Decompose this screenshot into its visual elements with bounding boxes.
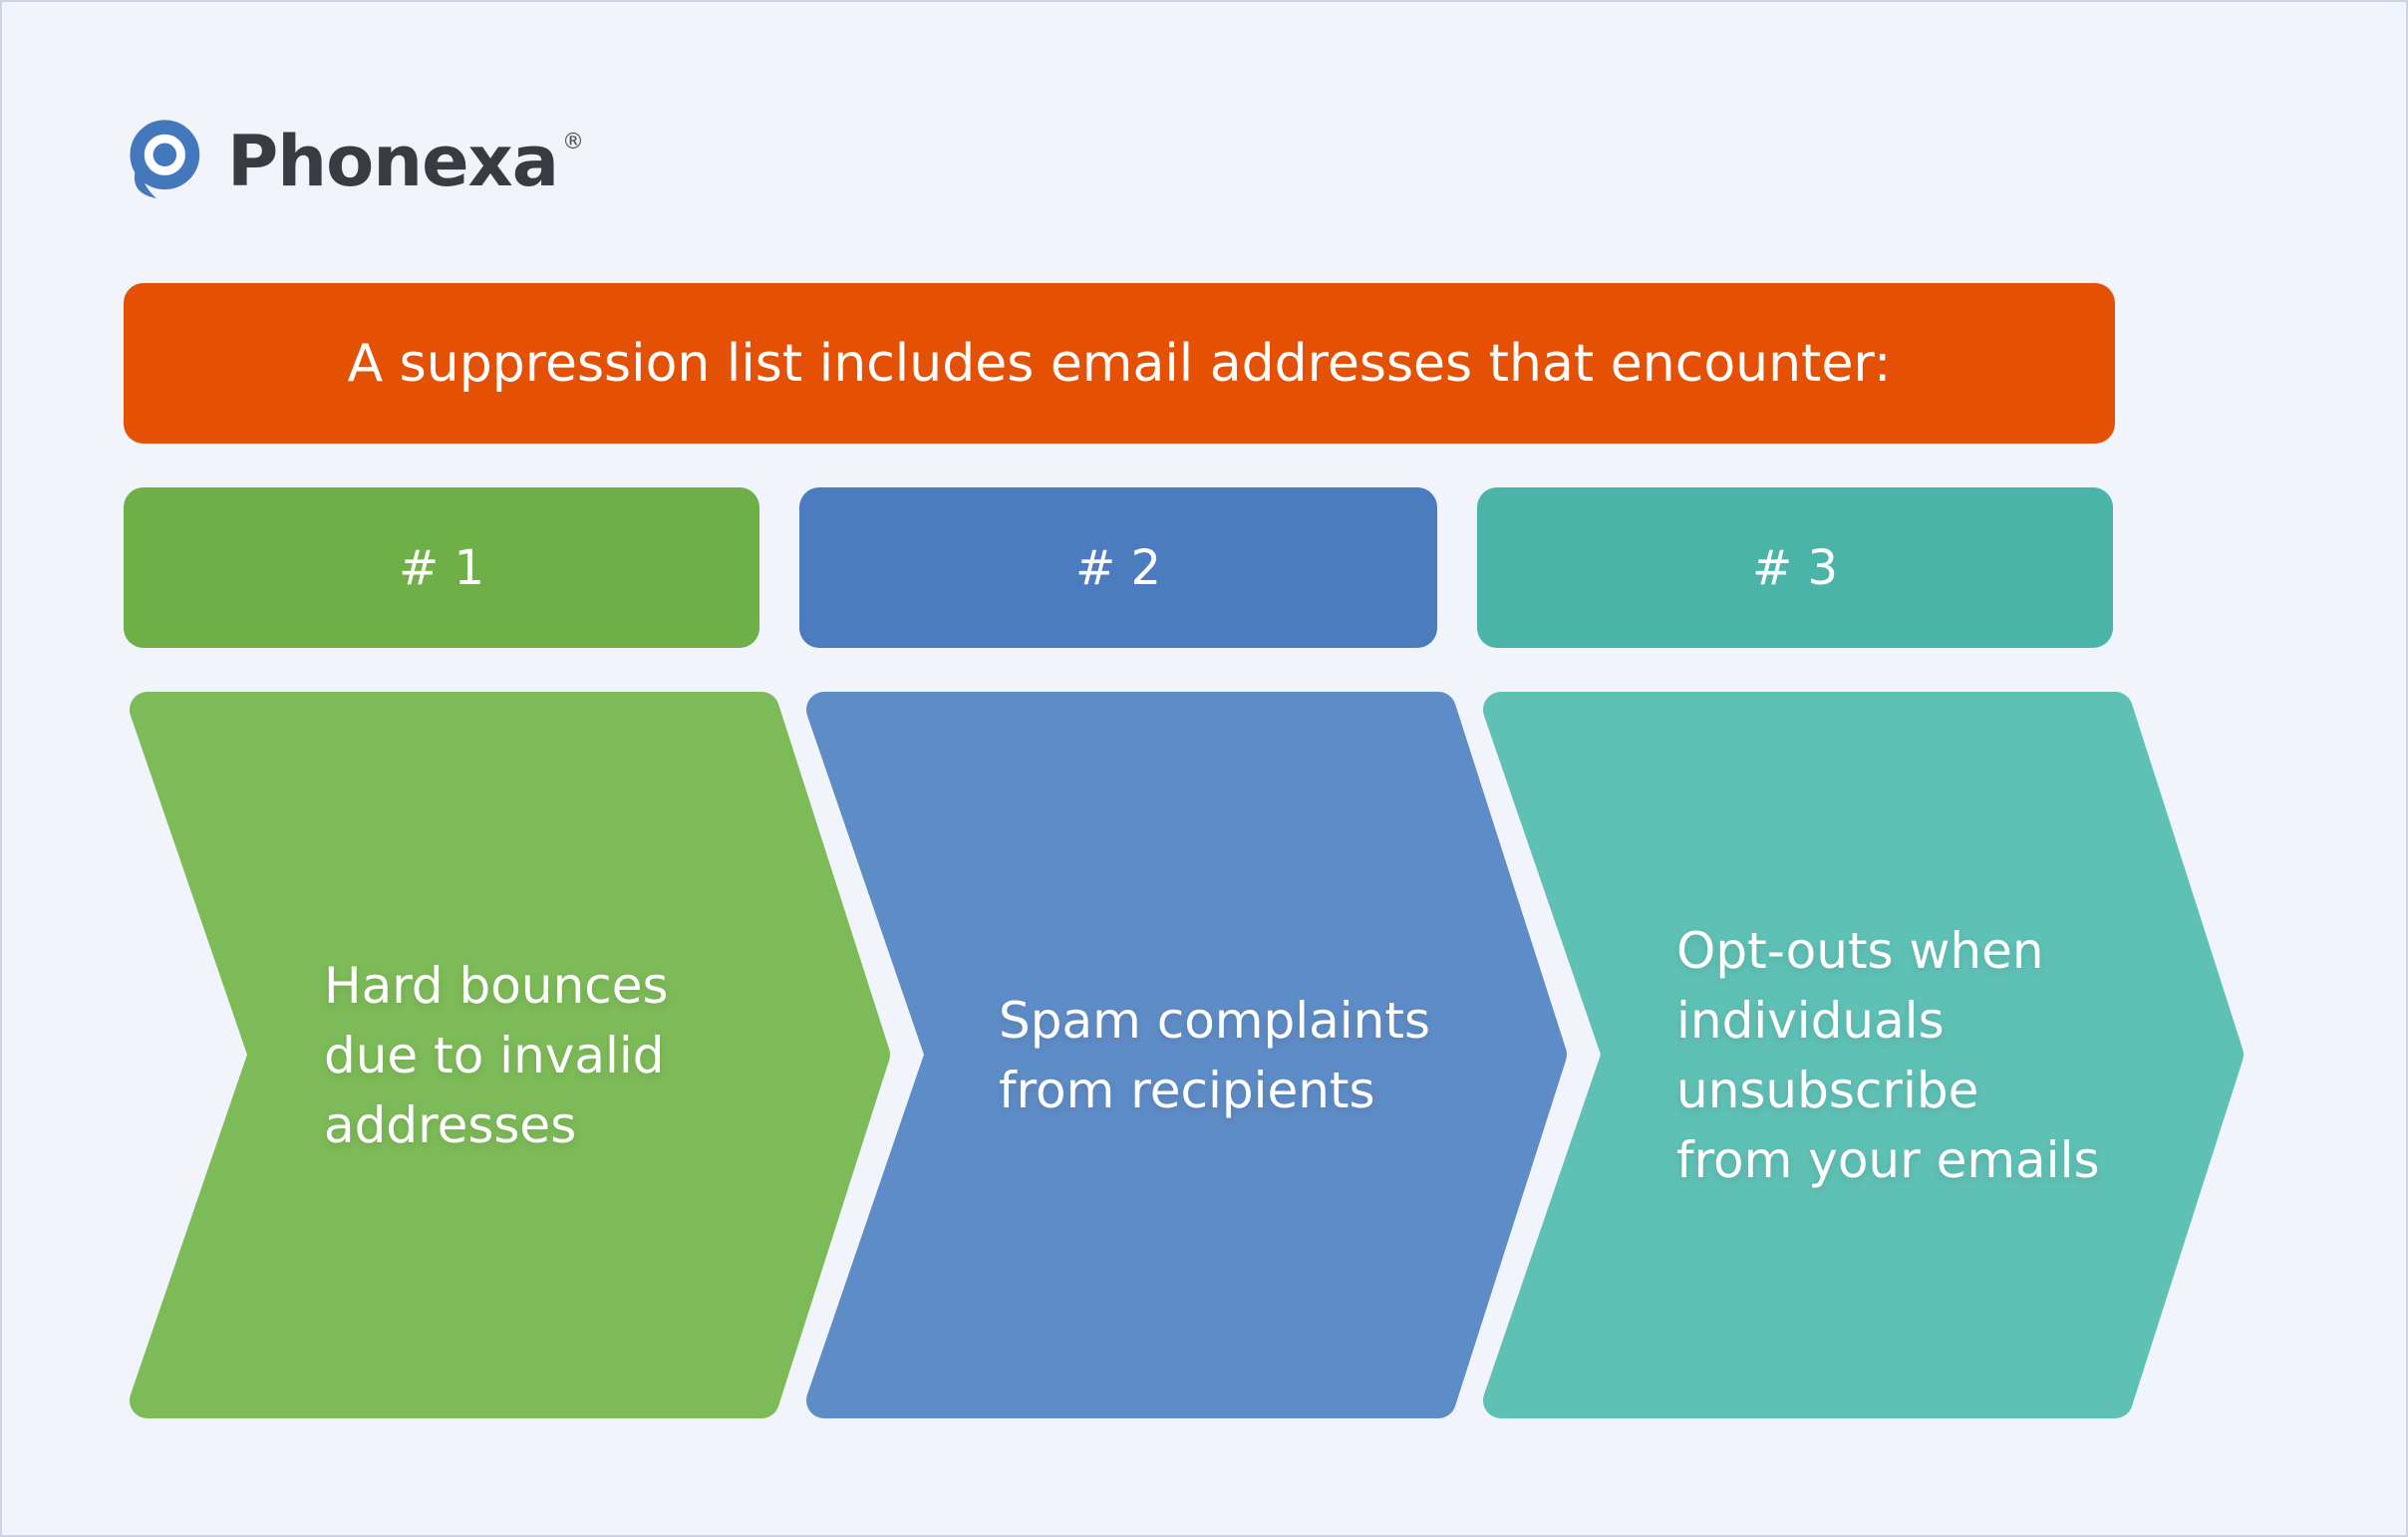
brand-wordmark: Phonexa ® (227, 120, 584, 203)
step-3-description-line: individuals (1676, 991, 1945, 1050)
step-2-description-line: from recipients (999, 1061, 1375, 1119)
step-3-chevron-shape (1483, 692, 2244, 1418)
step-1-description-line: addresses (324, 1095, 577, 1154)
step-3-description: Opt-outs when individuals unsubscribe fr… (1676, 692, 2100, 1418)
step-1-description-line: due to invalid (324, 1026, 665, 1084)
step-2-chevron-shape (806, 692, 1567, 1418)
step-1-header: # 1 (124, 487, 759, 648)
phonexa-pin-bubble-icon (130, 120, 200, 198)
step-3-description-line: from your emails (1676, 1130, 2100, 1189)
step-3-label: # 3 (1751, 539, 1838, 596)
step-3-header: # 3 (1477, 487, 2113, 648)
step-2-description: Spam complaints from recipients (999, 692, 1430, 1418)
step-1-label: # 1 (398, 539, 484, 596)
registered-trademark-mark: ® (561, 130, 584, 154)
step-3-description-line: unsubscribe (1676, 1061, 1979, 1119)
step-2-label: # 2 (1074, 539, 1161, 596)
step-3-description-line: Opt-outs when (1676, 921, 2044, 980)
phonexa-logo: Phonexa ® (120, 120, 584, 203)
step-1-chevron-shape (130, 692, 890, 1418)
title-banner-text: A suppression list includes email addres… (347, 333, 1892, 394)
step-2-description-line: Spam complaints (999, 991, 1431, 1050)
step-2-header: # 2 (799, 487, 1437, 648)
step-1-description: Hard bounces due to invalid addresses (324, 692, 669, 1418)
step-1-description-line: Hard bounces (324, 956, 669, 1015)
brand-name: Phonexa (227, 121, 559, 202)
title-banner: A suppression list includes email addres… (124, 283, 2115, 444)
